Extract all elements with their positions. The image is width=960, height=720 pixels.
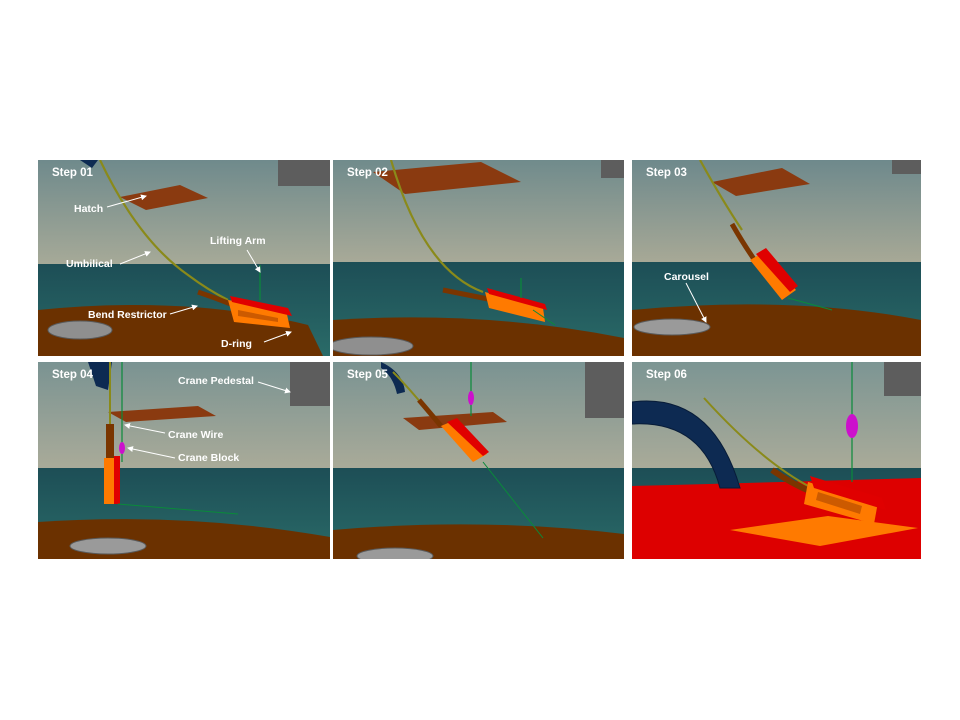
step-label: Step 05 — [347, 369, 388, 381]
scene-step-03 — [632, 160, 921, 356]
crane-pedestal — [892, 160, 921, 174]
scene-step-06 — [632, 362, 921, 559]
panel-step-02: Step 02 — [333, 160, 624, 356]
callout-lifting-arm: Lifting Arm — [210, 235, 266, 247]
callout-crane-pedestal: Crane Pedestal — [178, 375, 254, 387]
callout-carousel: Carousel — [664, 271, 709, 283]
panel-step-04: Step 04 — [38, 362, 330, 559]
carousel — [633, 318, 711, 336]
umbilical — [699, 160, 743, 231]
panel-step-03: Step 03 — [632, 160, 921, 356]
hatch-platform — [730, 516, 918, 546]
crane-pedestal — [278, 160, 330, 186]
crane-pedestal — [601, 160, 624, 178]
crane-block — [846, 414, 858, 438]
hatch — [373, 162, 521, 194]
tag-line — [482, 461, 544, 539]
tag-line — [117, 503, 239, 515]
step-label: Step 06 — [646, 369, 687, 381]
bend-restrictor — [106, 424, 114, 460]
carousel-opening — [69, 537, 147, 555]
bend-restrictor — [417, 398, 443, 428]
tag-line — [787, 297, 833, 311]
d-ring — [441, 418, 489, 462]
scene-step-02 — [333, 160, 624, 356]
hatch — [108, 406, 216, 422]
carousel-opening — [356, 547, 434, 559]
carousel-opening — [333, 336, 414, 356]
red-deck — [632, 478, 921, 559]
callout-bend-restrictor: Bend Restrictor — [88, 309, 167, 321]
crane-pedestal — [290, 362, 330, 406]
crane-pedestal — [884, 362, 921, 396]
step-label: Step 03 — [646, 167, 687, 179]
umbilical — [703, 397, 813, 489]
crane-block — [468, 391, 474, 405]
carousel-opening — [47, 320, 113, 340]
step-label: Step 04 — [52, 369, 93, 381]
callout-crane-block: Crane Block — [178, 452, 240, 464]
d-ring — [228, 296, 292, 328]
panel-step-06: Step 06 — [632, 362, 921, 559]
step-label: Step 02 — [347, 167, 388, 179]
crane-pedestal — [585, 362, 624, 418]
d-ring — [104, 456, 120, 504]
umbilical — [389, 160, 484, 294]
d-ring — [485, 288, 547, 322]
scene-step-05 — [333, 362, 624, 559]
d-ring — [804, 476, 886, 524]
callout-d-ring: D-ring — [221, 338, 252, 350]
callout-umbilical: Umbilical — [66, 258, 113, 270]
panel-step-05: Step 05 — [333, 362, 624, 559]
callout-hatch: Hatch — [74, 203, 104, 215]
tag-line — [532, 309, 556, 326]
d-ring — [750, 248, 798, 300]
step-label: Step 01 — [52, 167, 93, 179]
carousel-arch — [632, 400, 741, 489]
crane-block — [119, 442, 125, 454]
callout-crane-wire: Crane Wire — [168, 429, 224, 441]
hatch — [712, 168, 810, 196]
scene-step-04 — [38, 362, 330, 559]
